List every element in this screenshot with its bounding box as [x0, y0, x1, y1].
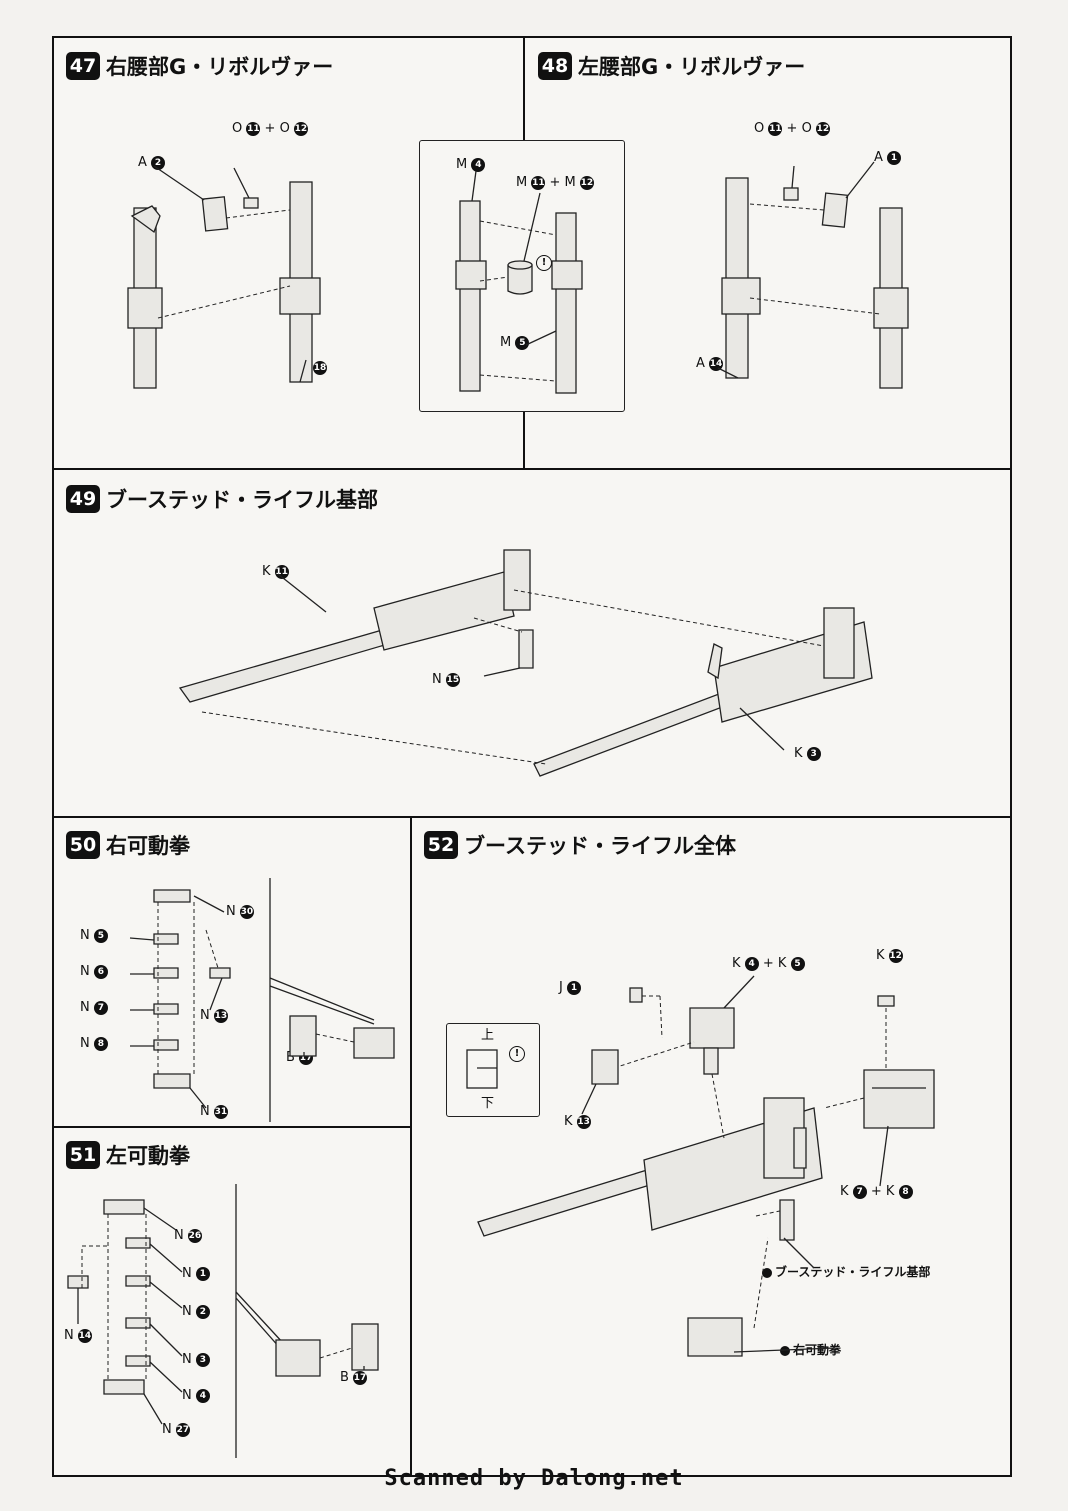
part-label-j1: J 1 — [559, 980, 581, 996]
part-label-n4: N 4 — [182, 1388, 210, 1404]
step-number: 49 — [66, 485, 100, 513]
step-number: 50 — [66, 831, 100, 859]
part-label-a1: A 1 — [874, 150, 902, 166]
step-47-title: 47 右腰部G・リボルヴァー — [66, 51, 333, 81]
inset-diagram — [455, 170, 583, 394]
part-label-k11: K 11 — [262, 564, 289, 579]
step-51-title: 51 左可動拳 — [66, 1140, 190, 1170]
step-title: 左可動拳 — [106, 1144, 190, 1168]
part-label-n13: N 13 — [200, 1008, 228, 1023]
part-label-m4: M 4 — [456, 157, 486, 173]
step-48-title: 48 左腰部G・リボルヴァー — [538, 51, 805, 81]
step-title: ブーステッド・ライフル全体 — [464, 834, 736, 858]
step-49-diagram — [178, 549, 873, 777]
part-label-n27: N 27 — [162, 1422, 190, 1437]
part-label-n30: N 30 — [226, 904, 254, 919]
step-51-diagram — [67, 1184, 379, 1458]
part-label-b17-l: B 17 — [340, 1370, 368, 1385]
part-label-o11-o12: O 11 + O 12 — [232, 121, 308, 136]
step-title: 右可動拳 — [106, 834, 190, 858]
step-number: 51 — [66, 1141, 100, 1169]
warning-icon: ! — [509, 1046, 525, 1062]
part-label-n7: N 7 — [80, 1000, 108, 1016]
step-48-inset: M 4 M 11 + M 12 M 5 ! — [419, 140, 625, 412]
step-title: ブーステッド・ライフル基部 — [106, 488, 378, 512]
step-50-diagram — [129, 878, 395, 1122]
divider-row2 — [54, 816, 1010, 818]
divider-50-52 — [410, 816, 412, 1475]
step-title: 右腰部G・リボルヴァー — [106, 55, 334, 79]
instruction-sheet: 47 右腰部G・リボルヴァー O 11 + O 12 A 2 A 18 48 左… — [52, 36, 1012, 1477]
step-49-title: 49 ブーステッド・ライフル基部 — [66, 484, 378, 514]
step-number: 52 — [424, 831, 458, 859]
part-label-k13: K 13 — [564, 1114, 591, 1129]
part-label-k7-k8: K 7 + K 8 — [840, 1184, 913, 1200]
part-label-n2: N 2 — [182, 1304, 210, 1320]
step-50-title: 50 右可動拳 — [66, 830, 190, 860]
part-label-n5: N 5 — [80, 928, 108, 944]
scan-credit: Scanned by Dalong.net — [384, 1466, 684, 1491]
divider-row1 — [54, 468, 1010, 470]
orientation-down-label: 下 — [481, 1096, 495, 1111]
step-number: 48 — [538, 52, 572, 80]
part-label-n14: N 14 — [64, 1328, 92, 1343]
part-label-a14: A 14 — [696, 356, 724, 371]
part-label-k3: K 3 — [794, 746, 821, 762]
part-label-n1: N 1 — [182, 1266, 210, 1282]
part-label-k12: K 12 — [876, 948, 903, 963]
part-label-m11-m12: M 11 + M 12 — [516, 175, 594, 190]
orientation-up-label: 上 — [481, 1028, 495, 1043]
step-number: 47 — [66, 52, 100, 80]
part-label-n26: N 26 — [174, 1228, 202, 1243]
step-52-title: 52 ブーステッド・ライフル全体 — [424, 830, 736, 860]
divider-50-51 — [54, 1126, 410, 1128]
part-label-k4-k5: K 4 + K 5 — [732, 956, 805, 972]
part-label-n15: N 15 — [432, 672, 460, 687]
part-label-n31: N 31 — [200, 1104, 228, 1119]
part-label-o11-o12-r: O 11 + O 12 — [754, 121, 830, 136]
step-47-diagram — [127, 165, 321, 389]
step-48-diagram — [717, 161, 909, 389]
orientation-diagram — [466, 1049, 498, 1089]
orientation-inset: 上 下 ! — [446, 1023, 540, 1117]
part-label-m5: M 5 — [500, 335, 530, 351]
step-52-diagram — [477, 975, 935, 1357]
ref-rifle-base: ブーステッド・ライフル基部 — [762, 1264, 930, 1280]
part-label-n3: N 3 — [182, 1352, 210, 1368]
part-label-n8: N 8 — [80, 1036, 108, 1052]
step-title: 左腰部G・リボルヴァー — [578, 55, 806, 79]
part-label-n6: N 6 — [80, 964, 108, 980]
